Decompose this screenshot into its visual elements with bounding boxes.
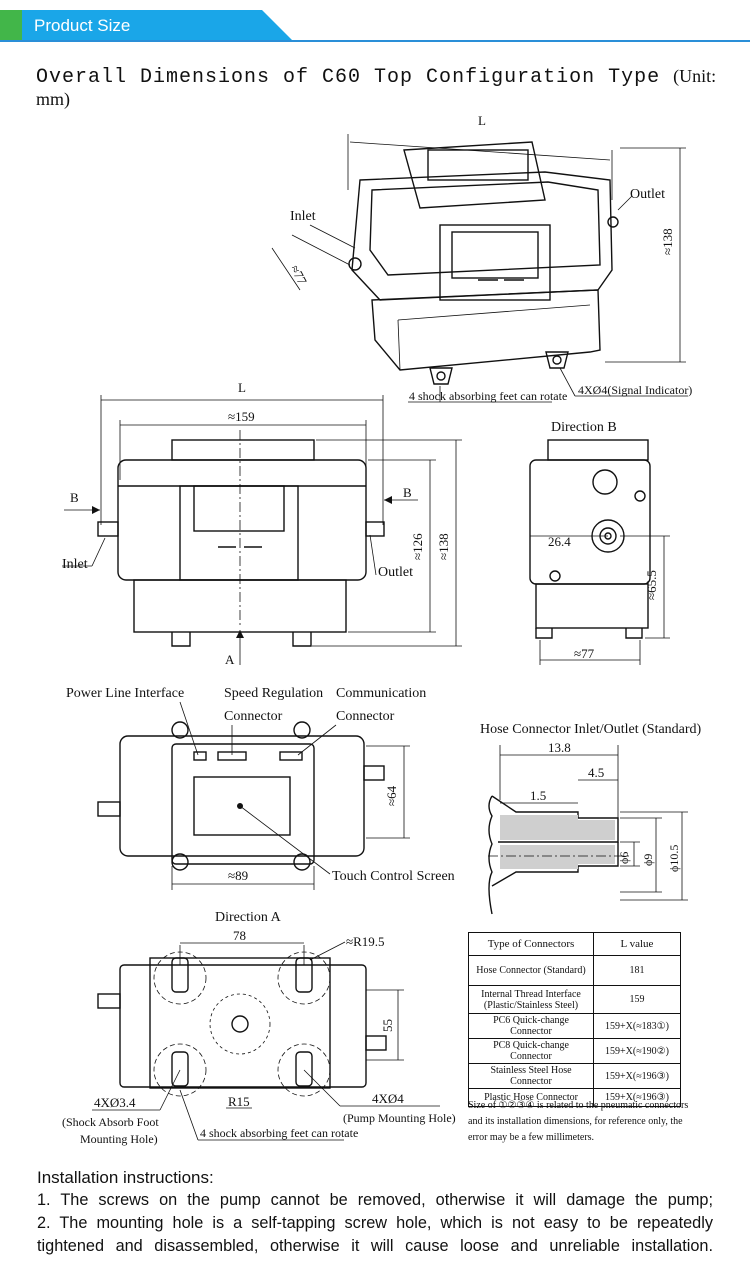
table-cell: 159+X(≈196③) — [593, 1088, 681, 1107]
table-cell: Hose Connector (Standard) — [468, 955, 594, 986]
page-title: Overall Dimensions of C60 Top Configurat… — [36, 66, 750, 112]
hose-phi9: ϕ9 — [641, 854, 655, 866]
top-power-label: Power Line Interface — [66, 686, 184, 701]
side-dim-77: ≈77 — [574, 646, 595, 661]
table-note: Size of ①②③④ is related to the pneumatic… — [468, 1100, 689, 1143]
bottom-dim-r195: ≈R19.5 — [346, 934, 385, 949]
top-dim-89: ≈89 — [228, 868, 248, 883]
hose-dim-138: 13.8 — [548, 740, 571, 755]
header-divider — [0, 40, 750, 42]
table-cell: 159+X(≈183①) — [593, 1013, 681, 1039]
iso-L-label: L — [478, 113, 486, 128]
table-cell: PC8 Quick-change Connector — [468, 1038, 594, 1064]
table-row: Internal Thread Interface (Plastic/Stain… — [468, 985, 681, 1014]
iso-outlet-label: Outlet — [630, 187, 665, 202]
table-row: PC8 Quick-change Connector 159+X(≈190②) — [468, 1038, 681, 1064]
table-cell: 181 — [593, 955, 681, 986]
table-cell: Plastic Hose Connector — [468, 1088, 594, 1107]
top-speed-label-1: Speed Regulation — [224, 686, 323, 701]
front-dim-138: ≈138 — [436, 533, 451, 560]
front-view: L ≈159 B B A Inlet Outlet — [62, 380, 462, 667]
hose-phi6: ϕ6 — [617, 852, 631, 864]
top-speed-label-2: Connector — [224, 709, 283, 724]
section-header — [0, 10, 300, 40]
bottom-holes34-note1: (Shock Absorb Foot — [62, 1115, 159, 1129]
bottom-dim-r15: R15 — [228, 1094, 250, 1109]
top-comm-label-1: Communication — [336, 686, 426, 701]
iso-feet-note: 4 shock absorbing feet can rotate — [409, 389, 567, 403]
front-inlet-label: Inlet — [62, 557, 88, 572]
front-L-label: L — [238, 380, 246, 395]
table-row: Hose Connector (Standard) 181 — [468, 955, 681, 986]
bottom-holes4-note: (Pump Mounting Hole) — [343, 1111, 456, 1125]
iso-dim-77: ≈77 — [287, 262, 310, 287]
bottom-feet-note: 4 shock absorbing feet can rotate — [200, 1126, 358, 1140]
iso-dim-138: ≈138 — [660, 228, 675, 255]
bottom-holes34: 4XØ3.4 — [94, 1095, 136, 1110]
side-dim-264: 26.4 — [548, 534, 571, 549]
side-title: Direction B — [551, 420, 617, 435]
page-title-text: Overall Dimensions of C60 Top Configurat… — [36, 66, 661, 89]
table-cell: 159+X(≈190②) — [593, 1038, 681, 1064]
installation-heading: Installation instructions: — [37, 1168, 214, 1187]
table-cell: 159+X(≈196③) — [593, 1063, 681, 1089]
front-B-left: B — [70, 490, 79, 505]
installation-item: 1. The screws on the pump cannot be remo… — [37, 1191, 713, 1209]
technical-drawing: L Inlet Outlet ≈77 ≈138 — [62, 113, 702, 1146]
bottom-dim-55: 55 — [380, 1019, 395, 1032]
table-row: PC6 Quick-change Connector 159+X(≈183①) — [468, 1013, 681, 1039]
front-dim-159: ≈159 — [228, 409, 255, 424]
top-comm-label-2: Connector — [336, 709, 395, 724]
hose-view: Hose Connector Inlet/Outlet (Standard) 1… — [480, 722, 702, 915]
table-row: Plastic Hose Connector 159+X(≈196③) — [468, 1088, 681, 1107]
hose-dim-15: 1.5 — [530, 788, 546, 803]
top-view: Power Line Interface Speed Regulation Co… — [66, 686, 455, 890]
side-dim-655: ≈65.5 — [644, 570, 659, 600]
front-dim-126: ≈126 — [410, 533, 425, 560]
front-B-right: B — [403, 485, 412, 500]
bottom-view: Direction A 78 ≈R19.5 55 R15 4XØ3.4 (Sho… — [62, 910, 456, 1146]
hose-title: Hose Connector Inlet/Outlet (Standard) — [480, 722, 702, 737]
bottom-title: Direction A — [215, 910, 282, 925]
table-cell: Stainless Steel Hose Connector — [468, 1063, 594, 1089]
iso-inlet-label: Inlet — [290, 209, 316, 224]
top-dim-64: ≈64 — [384, 785, 399, 806]
hose-dim-45: 4.5 — [588, 765, 604, 780]
table-header: Type of Connectors — [468, 932, 594, 956]
table-header: L value — [593, 932, 681, 956]
bottom-dim-78: 78 — [233, 928, 246, 943]
bottom-holes4: 4XØ4 — [372, 1091, 404, 1106]
iso-view: L Inlet Outlet ≈77 ≈138 — [271, 113, 692, 403]
side-view: Direction B 26.4 ≈65.5 ≈77 — [529, 420, 670, 665]
iso-signal-note: 4XØ4(Signal Indicator) — [578, 383, 692, 397]
connector-table: Type of Connectors L value Hose Connecto… — [468, 932, 681, 1107]
front-A: A — [225, 652, 235, 667]
table-cell: 159 — [593, 985, 681, 1014]
header-shape — [0, 10, 292, 40]
top-touch-label: Touch Control Screen — [332, 869, 455, 884]
hose-phi105: ϕ10.5 — [667, 845, 681, 872]
section-title: Product Size — [34, 16, 131, 35]
bottom-holes34-note2: Mounting Hole) — [80, 1132, 158, 1146]
table-cell: PC6 Quick-change Connector — [468, 1013, 594, 1039]
installation-item: 2. The mounting hole is a self-tapping s… — [37, 1214, 713, 1255]
page-title-unit: (Unit: mm) — [36, 66, 717, 109]
table-header-row: Type of Connectors L value — [468, 932, 681, 956]
front-outlet-label: Outlet — [378, 565, 413, 580]
table-row: Stainless Steel Hose Connector 159+X(≈19… — [468, 1063, 681, 1089]
installation-section: Installation instructions: 1. The screws… — [37, 1166, 713, 1258]
table-cell: Internal Thread Interface (Plastic/Stain… — [468, 985, 594, 1014]
